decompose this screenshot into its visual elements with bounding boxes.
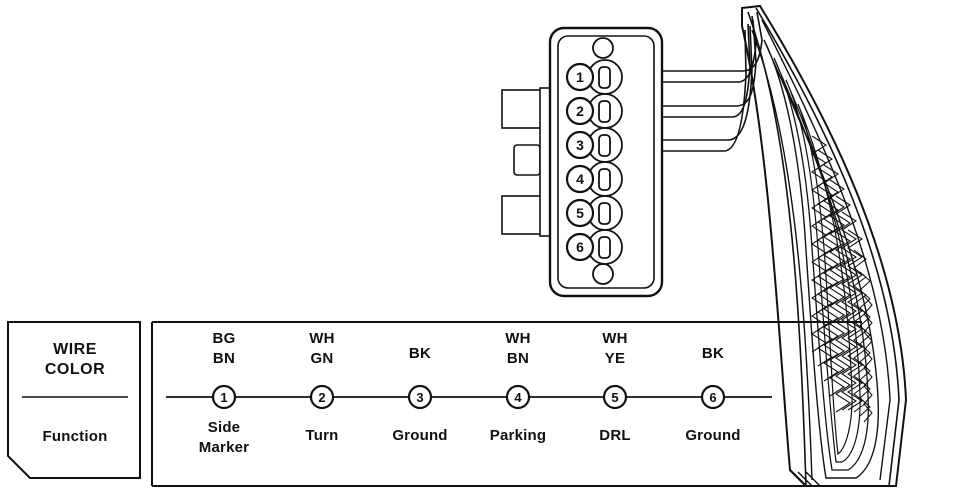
wire-color-2-line2: GN xyxy=(310,350,333,367)
connector-pin-2-label: 2 xyxy=(576,103,584,119)
connector-pin-3: 3 xyxy=(565,127,623,163)
table-column-5: WH YE 5 DRL xyxy=(599,330,630,444)
table-column-1: BG BN 1 Side Marker xyxy=(199,330,249,456)
pin-marker-2 xyxy=(309,384,335,410)
connector-pin-4-label: 4 xyxy=(576,171,584,187)
wire-color-5-line2: YE xyxy=(605,350,626,367)
function-3-line1: Ground xyxy=(392,427,447,444)
table-column-6: BK 6 Ground xyxy=(685,345,740,444)
connector-pin-6-label: 6 xyxy=(576,239,584,255)
connector-pin-1: 1 xyxy=(565,59,623,95)
connector-pin-6: 6 xyxy=(565,229,623,265)
wire-color-3-line1: BK xyxy=(409,345,431,362)
pin-marker-1 xyxy=(211,384,237,410)
table-column-2: WH GN 2 Turn xyxy=(305,330,338,444)
legend-function-label: Function xyxy=(43,428,108,445)
function-4-line1: Parking xyxy=(490,427,546,444)
pin-marker-5-label: 5 xyxy=(611,390,618,405)
connector-body: 1 2 3 4 5 6 xyxy=(501,26,664,298)
function-5-line1: DRL xyxy=(599,427,630,444)
pin-marker-4-label: 4 xyxy=(514,390,522,405)
table-column-3: BK 3 Ground xyxy=(392,345,447,444)
connector-pin-1-label: 1 xyxy=(576,69,584,85)
taillight-assembly xyxy=(741,4,908,487)
legend-box: WIRE COLOR Function xyxy=(7,321,141,479)
alignment-hole-bottom xyxy=(592,263,614,285)
pin-marker-3-label: 3 xyxy=(416,390,423,405)
wire-color-4-line2: BN xyxy=(507,350,529,367)
connector-pin-2: 2 xyxy=(565,93,623,129)
wire-color-5-line1: WH xyxy=(602,330,628,347)
function-1-line2: Marker xyxy=(199,439,249,456)
pin-marker-1-label: 1 xyxy=(220,390,227,405)
latch-tab-middle xyxy=(513,144,541,176)
connector-pin-5: 5 xyxy=(565,195,623,231)
function-1-line1: Side xyxy=(208,419,240,436)
pin-marker-5 xyxy=(602,384,628,410)
wire-color-2-line1: WH xyxy=(309,330,335,347)
pin-marker-3 xyxy=(407,384,433,410)
pin-marker-6 xyxy=(700,384,726,410)
pin-marker-4 xyxy=(505,384,531,410)
connector-pin-5-label: 5 xyxy=(576,205,584,221)
pin-marker-6-label: 6 xyxy=(709,390,716,405)
pin-marker-2-label: 2 xyxy=(318,390,325,405)
connector-pin-4: 4 xyxy=(565,161,623,197)
wire-color-4-line1: WH xyxy=(505,330,531,347)
pin-table-box: BG BN 1 Side Marker WH GN 2 Turn BK 3 Gr… xyxy=(151,321,878,487)
lens-texture xyxy=(811,135,873,423)
legend-header-line1: WIRE xyxy=(53,341,97,358)
connector-pin-3-label: 3 xyxy=(576,137,584,153)
wire-color-1-line2: BN xyxy=(213,350,235,367)
alignment-hole-top xyxy=(592,37,614,59)
function-6-line1: Ground xyxy=(685,427,740,444)
legend-header-line2: COLOR xyxy=(45,361,105,378)
table-column-4: WH BN 4 Parking xyxy=(490,330,546,444)
function-2-line1: Turn xyxy=(305,427,338,444)
connector-shell-inner xyxy=(557,35,655,289)
wire-color-1-line1: BG xyxy=(212,330,235,347)
wire-color-6-line1: BK xyxy=(702,345,724,362)
